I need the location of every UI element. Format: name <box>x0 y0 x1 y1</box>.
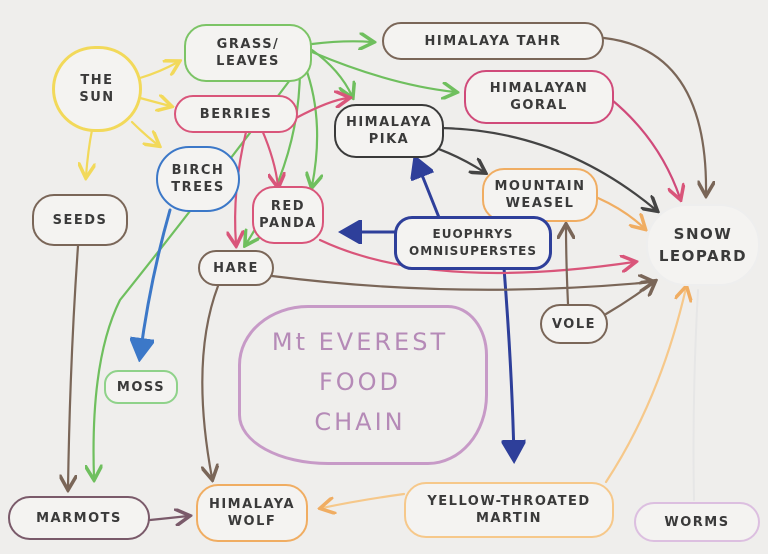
euophrys-label-2: OMNISUPERSTES <box>409 244 537 258</box>
birch-label-1: BIRCH <box>171 163 225 178</box>
moss-label: MOSS <box>116 379 166 395</box>
title-line-2: FOOD <box>318 368 402 396</box>
arrow-worms-leopard <box>692 289 699 501</box>
sun-label-1: THE <box>80 73 114 88</box>
node-hare: HARE <box>198 250 274 286</box>
leopard-label-1: SNOW <box>673 225 733 243</box>
arrow-grass-pika <box>310 48 352 96</box>
pika-label-2: PIKA <box>368 132 410 147</box>
node-worms: WORMS <box>634 502 760 542</box>
node-vole: VOLE <box>540 304 608 344</box>
node-berries: BERRIES <box>174 95 298 133</box>
arrow-vole-weasel <box>566 226 568 306</box>
weasel-label-1: MOUNTAIN <box>494 179 586 194</box>
wolf-label-2: WOLF <box>227 514 277 529</box>
goral-label-2: GORAL <box>510 98 568 113</box>
goral-label-1: HIMALAYAN <box>489 81 589 96</box>
redpanda-label-2: PANDA <box>259 216 317 231</box>
arrow-martin-wolf <box>322 492 406 508</box>
arrow-sun-birch <box>130 120 158 145</box>
grass-label-2: LEAVES <box>216 54 280 69</box>
node-grass-leaves: GRASS/LEAVES <box>184 24 312 82</box>
node-yellow-throated-martin: YELLOW-THROATED MARTIN <box>404 482 614 538</box>
grass-label-1: GRASS/ <box>216 37 280 52</box>
arrow-hare-wolf <box>202 284 218 478</box>
wolf-label-1: HIMALAYA <box>208 497 296 512</box>
arrow-sun-berries <box>138 98 170 106</box>
marmots-label: MARMOTS <box>36 510 122 526</box>
node-himalaya-tahr: HIMALAYA TAHR <box>382 22 604 60</box>
arrow-grass-tahr <box>310 41 372 44</box>
pika-label-1: HIMALAYA <box>345 115 433 130</box>
node-marmots: MARMOTS <box>8 496 150 540</box>
node-birch-trees: BIRCH TREES <box>156 146 240 212</box>
seeds-label: SEEDS <box>52 212 108 228</box>
arrow-goral-leopard <box>610 98 680 198</box>
vole-label: VOLE <box>551 316 597 332</box>
node-euophrys-omnisuperstes: EUOPHRYS OMNISUPERSTES <box>394 216 552 270</box>
arrow-euophrys-martin <box>504 266 514 458</box>
redpanda-label-1: RED <box>270 199 306 214</box>
node-himalaya-wolf: HIMALAYA WOLF <box>196 484 308 542</box>
arrow-pika-leopard <box>438 126 656 210</box>
arrow-redpanda-leopard <box>318 238 634 275</box>
martin-label-2: MARTIN <box>475 511 542 526</box>
sun-label-2: SUN <box>79 90 115 105</box>
arrow-tahr-leopard <box>602 36 706 194</box>
node-sun: THE SUN <box>52 46 142 132</box>
arrow-martin-leopard <box>604 288 686 484</box>
arrow-sun-grass <box>138 62 178 80</box>
arrow-seeds-marmots <box>68 244 80 488</box>
arrow-sun-seeds <box>86 128 92 176</box>
arrow-euophrys-pika <box>416 160 442 222</box>
arrow-hare-leopard <box>270 276 652 290</box>
arrow-berries-goral <box>294 98 348 120</box>
tahr-label: HIMALAYA TAHR <box>424 33 562 49</box>
title-line-3: CHAIN <box>314 408 406 436</box>
diagram-title: Mt EVEREST FOOD CHAIN <box>245 322 475 442</box>
worms-label: WORMS <box>664 514 730 530</box>
node-snow-leopard: SNOW LEOPARD <box>646 204 760 286</box>
node-moss: MOSS <box>104 370 178 404</box>
node-red-panda: RED PANDA <box>252 186 324 244</box>
euophrys-label-1: EUOPHRYS <box>432 227 514 241</box>
arrow-grass-redpanda <box>303 64 317 186</box>
node-seeds: SEEDS <box>32 194 128 246</box>
weasel-label-2: WEASEL <box>505 196 575 211</box>
node-himalaya-pika: HIMALAYA PIKA <box>334 104 444 158</box>
arrow-marmots-wolf <box>148 516 188 520</box>
node-himalayan-goral: HIMALAYAN GORAL <box>464 70 614 124</box>
hare-label: HARE <box>213 260 259 276</box>
arrow-birch-moss <box>140 208 172 356</box>
arrow-weasel-leopard <box>596 196 644 228</box>
node-mountain-weasel: MOUNTAIN WEASEL <box>482 168 598 222</box>
title-blob <box>238 305 488 465</box>
leopard-label-2: LEOPARD <box>658 247 748 265</box>
arrow-vole-leopard <box>604 282 654 316</box>
berries-label: BERRIES <box>199 106 273 122</box>
arrow-berries-redpanda <box>260 128 278 186</box>
martin-label-1: YELLOW-THROATED <box>427 494 591 509</box>
birch-label-2: TREES <box>171 180 225 195</box>
title-line-1: Mt EVEREST <box>271 328 449 356</box>
arrow-grass-goral <box>310 50 455 92</box>
